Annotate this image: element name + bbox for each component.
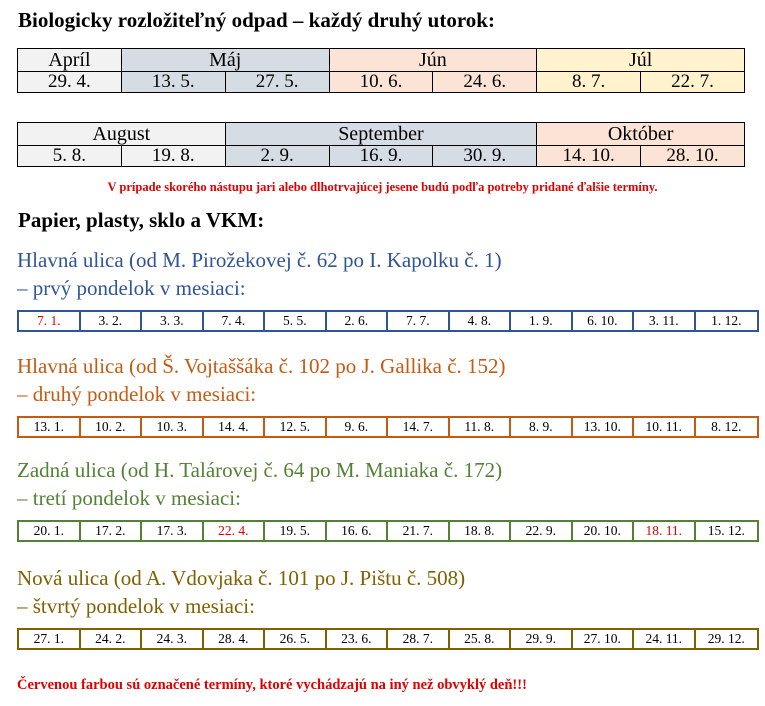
- collection-date: 10. 3.: [142, 418, 204, 436]
- collection-date: 8. 12.: [695, 418, 757, 436]
- collection-date: 2. 9.: [224, 145, 330, 167]
- collection-date: 28. 4.: [203, 630, 265, 648]
- month-header: August: [17, 122, 226, 146]
- collection-date: 16. 9.: [328, 145, 434, 167]
- collection-date: 29. 12.: [695, 630, 757, 648]
- collection-date: 30. 9.: [432, 145, 538, 167]
- collection-date: 12. 5.: [265, 418, 327, 436]
- collection-date: 8. 9.: [511, 418, 573, 436]
- collection-date: 13. 5.: [120, 71, 226, 93]
- collection-date: 28. 7.: [388, 630, 450, 648]
- schedule-rule: – štvrtý pondelok v mesiaci:: [17, 594, 255, 618]
- collection-date: 14. 7.: [388, 418, 450, 436]
- collection-date: 5. 8.: [17, 145, 122, 167]
- collection-date: 20. 1.: [19, 522, 81, 540]
- street-title: Nová ulica (od A. Vdovjaka č. 101 po J. …: [17, 566, 466, 590]
- date-strip: 13. 1.10. 2.10. 3.14. 4.12. 5.9. 6.14. 7…: [17, 416, 759, 438]
- date-strip: 27. 1.24. 2.24. 3.28. 4.26. 5.23. 6.28. …: [17, 628, 759, 650]
- collection-date: 21. 7.: [388, 522, 450, 540]
- collection-date: 1. 12.: [695, 312, 757, 330]
- collection-date: 1. 9.: [511, 312, 573, 330]
- street-title: Hlavná ulica (od Š. Vojtaššáka č. 102 po…: [17, 354, 506, 378]
- street-title: Hlavná ulica (od M. Pirožekovej č. 62 po…: [17, 248, 502, 272]
- collection-date: 14. 10.: [536, 145, 642, 167]
- collection-date: 4. 8.: [449, 312, 511, 330]
- collection-date: 13. 1.: [19, 418, 81, 436]
- collection-date: 14. 4.: [203, 418, 265, 436]
- collection-date: 10. 6.: [328, 71, 434, 93]
- collection-date: 7. 7.: [388, 312, 450, 330]
- collection-date: 27. 5.: [224, 71, 330, 93]
- collection-date: 3. 2.: [80, 312, 142, 330]
- collection-date: 7. 1.: [19, 312, 81, 330]
- collection-date: 10. 2.: [80, 418, 142, 436]
- collection-date: 22. 9.: [511, 522, 573, 540]
- collection-date: 19. 5.: [265, 522, 327, 540]
- month-header: Júl: [536, 48, 745, 72]
- month-header: Október: [536, 122, 745, 146]
- bio-waste-title: Biologicky rozložiteľný odpad – každý dr…: [18, 8, 495, 32]
- collection-date: 24. 2.: [80, 630, 142, 648]
- collection-date: 19. 8.: [120, 145, 226, 167]
- collection-date: 5. 5.: [265, 312, 327, 330]
- collection-date: 15. 12.: [695, 522, 757, 540]
- collection-date: 26. 5.: [265, 630, 327, 648]
- collection-date: 3. 11.: [634, 312, 696, 330]
- collection-date: 29. 4.: [17, 71, 122, 93]
- date-strip: 7. 1.3. 2.3. 3.7. 4.5. 5.2. 6.7. 7.4. 8.…: [17, 310, 759, 332]
- schedule-rule: – tretí pondelok v mesiaci:: [17, 486, 241, 510]
- collection-date: 3. 3.: [142, 312, 204, 330]
- collection-date: 9. 6.: [326, 418, 388, 436]
- collection-date: 17. 3.: [142, 522, 204, 540]
- collection-date: 8. 7.: [536, 71, 642, 93]
- collection-date: 29. 9.: [511, 630, 573, 648]
- collection-date: 22. 7.: [640, 71, 745, 93]
- collection-date: 22. 4.: [203, 522, 265, 540]
- collection-date: 7. 4.: [203, 312, 265, 330]
- month-header: September: [224, 122, 538, 146]
- collection-date: 10. 11.: [634, 418, 696, 436]
- collection-date: 11. 8.: [449, 418, 511, 436]
- collection-date: 13. 10.: [572, 418, 634, 436]
- street-title: Zadná ulica (od H. Talárovej č. 64 po M.…: [17, 458, 503, 482]
- collection-date: 23. 6.: [326, 630, 388, 648]
- collection-date: 18. 8.: [449, 522, 511, 540]
- collection-date: 27. 10.: [572, 630, 634, 648]
- schedule-rule: – druhý pondelok v mesiaci:: [17, 382, 257, 406]
- month-header: Jún: [328, 48, 538, 72]
- month-header: Máj: [120, 48, 330, 72]
- collection-date: 27. 1.: [19, 630, 81, 648]
- bio-note: V prípade skorého nástupu jari alebo dlh…: [107, 180, 658, 194]
- schedule-rule: – prvý pondelok v mesiaci:: [17, 276, 246, 300]
- collection-date: 20. 10.: [572, 522, 634, 540]
- collection-date: 18. 11.: [634, 522, 696, 540]
- collection-date: 6. 10.: [572, 312, 634, 330]
- collection-date: 25. 8.: [449, 630, 511, 648]
- collection-date: 24. 11.: [634, 630, 696, 648]
- collection-date: 24. 6.: [432, 71, 538, 93]
- month-header: Apríl: [17, 48, 122, 72]
- date-strip: 20. 1.17. 2.17. 3.22. 4.19. 5.16. 6.21. …: [17, 520, 759, 542]
- collection-date: 17. 2.: [80, 522, 142, 540]
- collection-date: 28. 10.: [640, 145, 745, 167]
- collection-date: 24. 3.: [142, 630, 204, 648]
- collection-date: 16. 6.: [326, 522, 388, 540]
- paper-title: Papier, plasty, sklo a VKM:: [18, 208, 265, 232]
- red-dates-footnote: Červenou farbou sú označené termíny, kto…: [17, 677, 527, 693]
- collection-date: 2. 6.: [326, 312, 388, 330]
